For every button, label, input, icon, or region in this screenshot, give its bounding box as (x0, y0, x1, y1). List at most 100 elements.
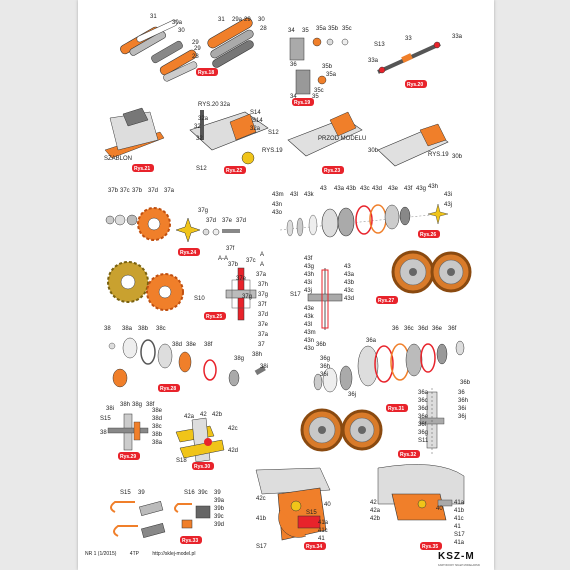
part-label: 36 (392, 326, 399, 332)
part-label: 38g (234, 356, 244, 362)
part-label: 37a (258, 332, 269, 338)
part-label: 36j (458, 414, 466, 420)
part-label: RYS.19 (428, 152, 449, 158)
part-label: 35c (342, 26, 352, 32)
part-label: 39 (138, 490, 145, 496)
figure-badge: Rys.32 (398, 450, 420, 458)
part-label: 38b (152, 432, 163, 438)
figure-badge: Rys.33 (180, 536, 202, 544)
part-label: 37e (258, 322, 269, 328)
part-label: 43e (388, 186, 399, 192)
part-label: 29 (192, 40, 199, 46)
rys25-figure (107, 261, 257, 321)
figure-badge-bg (420, 542, 442, 550)
part-label: 36i (320, 372, 328, 378)
figure-badge: Rys.28 (158, 384, 180, 392)
figure-badge: Rys.25 (204, 312, 226, 320)
part-label: 43f (304, 256, 313, 262)
part-label: 36c (404, 326, 414, 332)
part-label: 38e (152, 408, 163, 414)
part-label: 43c (344, 288, 354, 294)
part-label: 43i (444, 192, 452, 198)
part-label: 37h (258, 282, 268, 288)
figure-badge-label: Rys.19 (294, 100, 310, 106)
part-label: 35c (314, 88, 324, 94)
part-label: 42c (256, 496, 266, 502)
figure-badge-label: Rys.35 (422, 544, 438, 550)
part-label: 39 (214, 490, 221, 496)
part-label: 37d (258, 312, 268, 318)
figure-badge: Rys.35 (420, 542, 442, 550)
figure-badge-label: Rys.26 (420, 232, 436, 238)
part-label: S14 (252, 118, 263, 124)
figure-badge-label: Rys.21 (134, 166, 150, 172)
rys33-figure (110, 500, 211, 538)
part-label: 36a (418, 390, 429, 396)
figure-badge-label: Rys.34 (306, 544, 322, 550)
figure-badge-bg (118, 452, 140, 460)
part-label: 38c (152, 424, 162, 430)
part-label: 37e (236, 276, 247, 282)
part-label: 36a (366, 338, 377, 344)
part-label: 37a (256, 272, 267, 278)
part-label: 38c (156, 326, 166, 332)
figure-badge: Rys.19 (292, 98, 314, 106)
page-footer: NR 1 (1/2015) 4TP http://sklej-model.pl (85, 551, 207, 557)
figure-badge-bg (196, 68, 218, 76)
part-label: 42 (370, 500, 377, 506)
part-label: 37 (258, 342, 265, 348)
rys21-figure (104, 107, 165, 159)
part-label: 38f (146, 402, 155, 408)
part-label: 37b (228, 262, 239, 268)
part-label: 37f (226, 246, 235, 252)
figure-badge-bg (322, 166, 344, 174)
part-label: 29 (244, 17, 251, 23)
rys34-figure (255, 467, 331, 541)
part-label: 36d (418, 326, 428, 332)
issue-number: NR 1 (1/2015) (85, 551, 117, 557)
part-label: 38h (252, 352, 262, 358)
part-label: 35 (312, 94, 319, 100)
part-label: 43c (360, 186, 370, 192)
part-label: 38i (260, 364, 268, 370)
part-label: 39b (214, 506, 225, 512)
part-label: S14 (250, 110, 261, 116)
figure-badge-label: Rys.18 (198, 70, 214, 76)
part-label: 43j (444, 202, 452, 208)
figure-badge: Rys.22 (224, 166, 246, 174)
part-label: 36g (418, 430, 428, 436)
part-label: 43f (404, 186, 413, 192)
figure-badge-label: Rys.20 (407, 82, 423, 88)
part-label: S12 (268, 130, 279, 136)
part-label: 37c (120, 188, 130, 194)
part-label: 32a (250, 126, 261, 132)
part-label: 37d (148, 188, 158, 194)
part-label: 43d (344, 296, 354, 302)
logo-name: KSZ-M (438, 551, 475, 562)
part-label: 36c (418, 398, 428, 404)
figure-badge-bg (204, 312, 226, 320)
part-label: 41a (318, 520, 329, 526)
part-label: 43b (344, 280, 355, 286)
figure-badge-bg (158, 384, 180, 392)
part-label: 38 (104, 326, 111, 332)
part-label: 39d (214, 522, 224, 528)
figure-badge-label: Rys.23 (324, 168, 340, 174)
part-label: S17 (290, 292, 301, 298)
part-label: 43l (290, 192, 298, 198)
figure-badge: Rys.26 (418, 230, 440, 238)
part-label: 43b (346, 186, 357, 192)
part-label: 37g (198, 208, 208, 214)
part-label: 38b (138, 326, 149, 332)
part-label: 36b (460, 380, 471, 386)
part-label: S17 (454, 532, 465, 538)
part-label: 43o (272, 210, 283, 216)
figure-badge: Rys.29 (118, 452, 140, 460)
rys18b-figure (207, 17, 254, 68)
part-label: 32 (194, 124, 201, 130)
figure-badge-bg (398, 450, 420, 458)
part-label: S15 (306, 510, 317, 516)
